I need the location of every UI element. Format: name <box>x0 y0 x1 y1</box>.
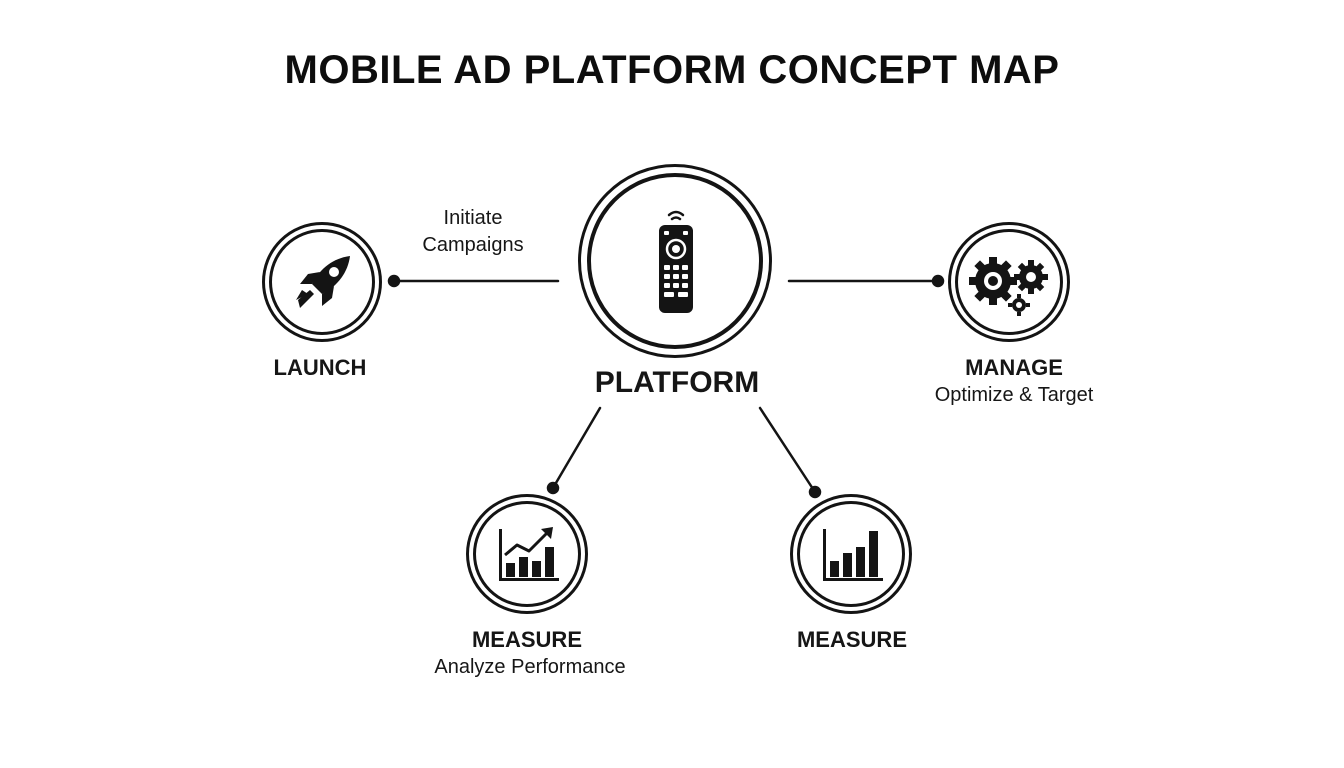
connector-measure-right <box>758 406 817 494</box>
connector-measure-left <box>551 406 602 490</box>
manage-label: MANAGE <box>965 355 1063 380</box>
measure-left-label: MEASURE <box>471 627 582 652</box>
measure-left-sublabel: Analyze Performance <box>434 656 626 678</box>
remote-control-icon <box>659 210 693 313</box>
connector-launch-dot <box>387 274 401 288</box>
measure-right-label: MEASURE <box>796 627 907 652</box>
measure-left-node <box>466 494 588 614</box>
launch-edge-label-line1: Initiate <box>443 207 503 229</box>
connector-measure-left-dot <box>546 481 560 495</box>
manage-sublabel: Optimize & Target <box>934 384 1094 406</box>
manage-node <box>948 222 1070 342</box>
diagram-title: MOBILE AD PLATFORM CONCEPT MAP <box>284 48 1060 92</box>
gears-icon <box>969 257 1048 316</box>
platform-node <box>578 164 772 358</box>
launch-node <box>262 222 382 342</box>
connector-manage-dot <box>931 274 945 288</box>
launch-label: LAUNCH <box>273 355 367 380</box>
trending-bar-chart-icon <box>499 527 559 581</box>
bar-chart-icon <box>823 529 883 581</box>
measure-right-node <box>790 494 912 614</box>
platform-label: PLATFORM <box>594 366 760 399</box>
connector-measure-right-dot <box>808 485 822 499</box>
rocket-icon <box>296 256 350 308</box>
launch-edge-label-line2: Campaigns <box>422 234 524 256</box>
